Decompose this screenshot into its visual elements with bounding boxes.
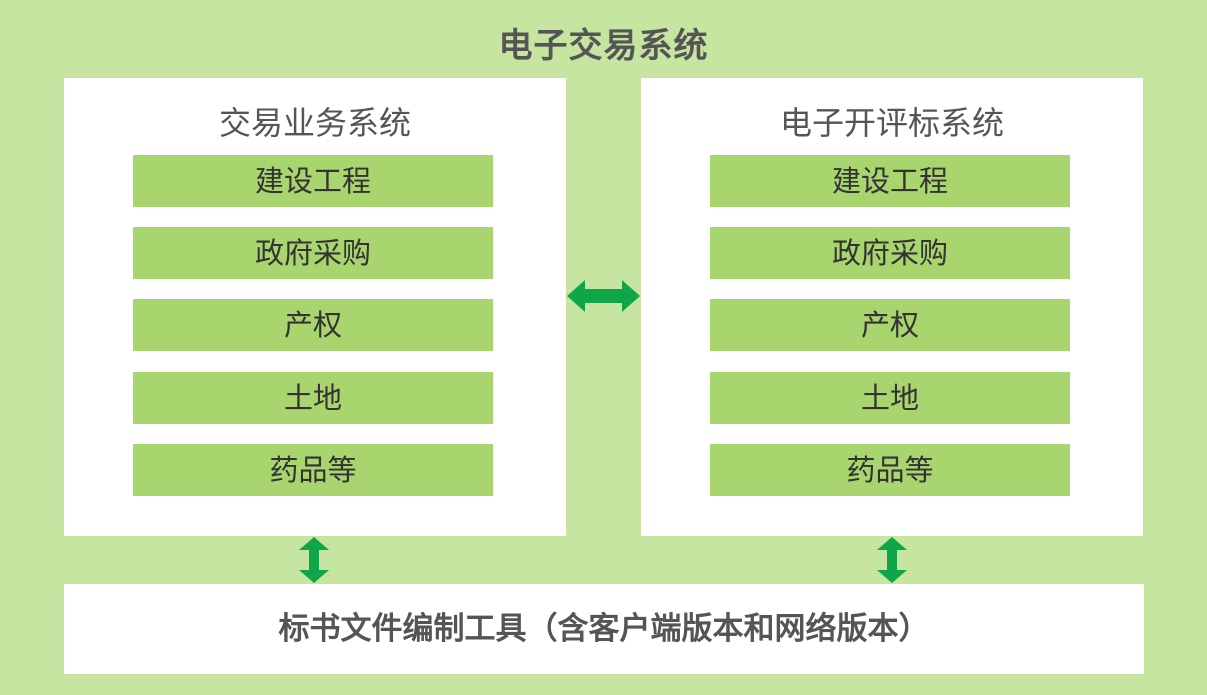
list-item: 土地 (710, 372, 1070, 424)
list-item: 土地 (133, 372, 493, 424)
double-arrow-vertical-icon (299, 537, 329, 583)
double-arrow-vertical-icon (877, 537, 907, 583)
list-item: 建设工程 (710, 155, 1070, 207)
panel-title: 交易业务系统 (218, 104, 411, 142)
list-item: 建设工程 (133, 155, 493, 207)
list-item: 政府采购 (710, 227, 1070, 279)
e-bid-evaluation-system-panel: 电子开评标系统 建设工程 政府采购 产权 土地 药品等 (641, 78, 1143, 536)
list-item: 药品等 (710, 444, 1070, 496)
list-item: 政府采购 (133, 227, 493, 279)
bid-document-tool-bar: 标书文件编制工具（含客户端版本和网络版本） (64, 584, 1144, 674)
diagram-title: 电子交易系统 (498, 26, 709, 66)
panel-title: 电子开评标系统 (779, 104, 1004, 142)
double-arrow-horizontal-icon (567, 280, 640, 312)
list-item: 药品等 (133, 444, 493, 496)
trading-business-system-panel: 交易业务系统 建设工程 政府采购 产权 土地 药品等 (64, 78, 566, 536)
list-item: 产权 (133, 299, 493, 351)
list-item: 产权 (710, 299, 1070, 351)
